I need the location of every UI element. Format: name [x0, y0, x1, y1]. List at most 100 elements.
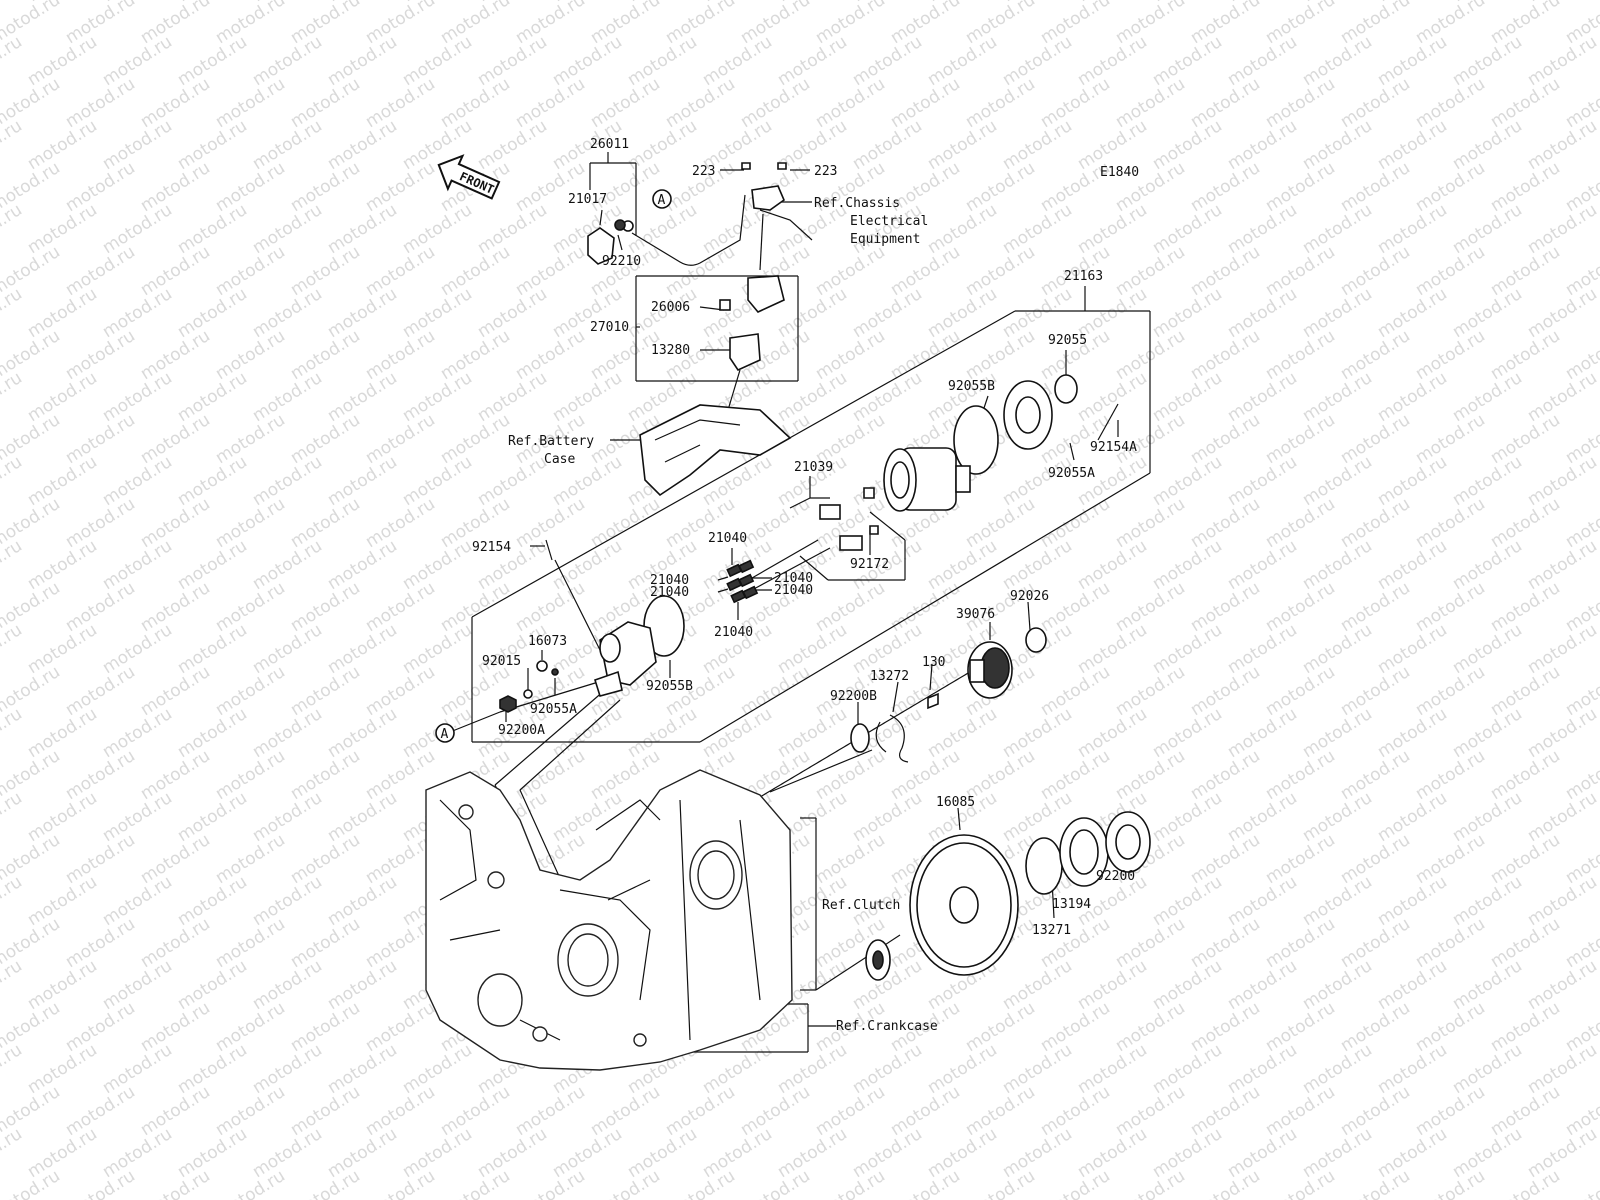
part-label-21040-right-1: 21040 — [774, 571, 813, 586]
watermark-text: motod.ru — [1187, 1082, 1264, 1140]
watermark-text: motod.ru — [362, 1082, 439, 1140]
watermark-text: motod.ru — [1487, 578, 1564, 636]
watermark-text: motod.ru — [99, 872, 176, 930]
watermark-text: motod.ru — [812, 242, 889, 300]
part-label-92015: 92015 — [482, 654, 521, 669]
watermark-text: motod.ru — [1337, 578, 1414, 636]
watermark-text: motod.ru — [1337, 1082, 1414, 1140]
watermark-text: motod.ru — [249, 620, 326, 678]
ref-chassis-line2: Electrical — [850, 214, 928, 229]
watermark-text: motod.ru — [849, 1040, 926, 1098]
part-label-92200A: 92200A — [498, 723, 545, 738]
watermark-text: motod.ru — [24, 956, 101, 1014]
watermark-text: motod.ru — [849, 368, 926, 426]
part-label-13272: 13272 — [870, 669, 909, 684]
watermark-text: motod.ru — [549, 32, 626, 90]
watermark-text: motod.ru — [774, 704, 851, 762]
watermark-text: motod.ru — [1562, 1166, 1600, 1200]
watermark-text: motod.ru — [474, 368, 551, 426]
watermark-text: motod.ru — [212, 1082, 289, 1140]
watermark-text: motod.ru — [249, 284, 326, 342]
watermark-text: motod.ru — [0, 620, 26, 678]
watermark-text: motod.ru — [624, 704, 701, 762]
watermark-text: motod.ru — [1524, 620, 1600, 678]
ref-battery-line1: Ref.Battery — [508, 434, 594, 449]
watermark-text: motod.ru — [624, 1124, 701, 1182]
watermark-text: motod.ru — [1524, 1124, 1600, 1182]
watermark-text: motod.ru — [1112, 746, 1189, 804]
watermark-text: motod.ru — [362, 242, 439, 300]
watermark-text: motod.ru — [587, 1166, 664, 1200]
watermark-text: motod.ru — [137, 830, 214, 888]
watermark-text: motod.ru — [812, 1166, 889, 1200]
watermark-text: motod.ru — [1112, 242, 1189, 300]
watermark-text: motod.ru — [1224, 620, 1301, 678]
part-label-26011: 26011 — [590, 137, 629, 152]
watermark-text: motod.ru — [924, 1040, 1001, 1098]
part-label-92172: 92172 — [850, 557, 889, 572]
watermark-text: motod.ru — [1037, 662, 1114, 720]
watermark-text: motod.ru — [99, 956, 176, 1014]
part-label-21017: 21017 — [568, 192, 607, 207]
watermark-text: motod.ru — [174, 1040, 251, 1098]
callout-a-label: A — [441, 727, 449, 742]
watermark-text: motod.ru — [1224, 284, 1301, 342]
watermark-text: motod.ru — [1149, 620, 1226, 678]
watermark-text: motod.ru — [1074, 1124, 1151, 1182]
watermark-text: motod.ru — [174, 788, 251, 846]
watermark-text: motod.ru — [437, 410, 514, 468]
watermark-text: motod.ru — [324, 284, 401, 342]
watermark-text: motod.ru — [1299, 368, 1376, 426]
watermark-text: motod.ru — [62, 914, 139, 972]
watermark-text: motod.ru — [62, 830, 139, 888]
watermark-text: motod.ru — [1337, 1166, 1414, 1200]
watermark-text: motod.ru — [512, 746, 589, 804]
watermark-text: motod.ru — [812, 830, 889, 888]
watermark-text: motod.ru — [999, 704, 1076, 762]
watermark-text: motod.ru — [549, 1124, 626, 1182]
watermark-text: motod.ru — [1337, 410, 1414, 468]
watermark-text: motod.ru — [1262, 914, 1339, 972]
watermark-text: motod.ru — [212, 326, 289, 384]
watermark-text: motod.ru — [1337, 830, 1414, 888]
watermark-text: motod.ru — [1299, 956, 1376, 1014]
watermark-text: motod.ru — [1487, 242, 1564, 300]
watermark-text: motod.ru — [174, 32, 251, 90]
watermark-text: motod.ru — [1449, 368, 1526, 426]
watermark-text: motod.ru — [1224, 116, 1301, 174]
watermark-text: motod.ru — [1074, 956, 1151, 1014]
watermark-text: motod.ru — [24, 704, 101, 762]
watermark-text: motod.ru — [174, 116, 251, 174]
watermark-text: motod.ru — [1337, 74, 1414, 132]
watermark-text: motod.ru — [1337, 494, 1414, 552]
watermark-text: motod.ru — [324, 1040, 401, 1098]
watermark-text: motod.ru — [1412, 746, 1489, 804]
watermark-text: motod.ru — [24, 200, 101, 258]
watermark-text: motod.ru — [212, 830, 289, 888]
watermark-text: motod.ru — [1524, 536, 1600, 594]
watermark-text: motod.ru — [1412, 662, 1489, 720]
watermark-text: motod.ru — [212, 0, 289, 48]
watermark-text: motod.ru — [287, 326, 364, 384]
watermark-text: motod.ru — [212, 74, 289, 132]
watermark-text: motod.ru — [962, 1166, 1039, 1200]
watermark-text: motod.ru — [924, 284, 1001, 342]
watermark-text: motod.ru — [737, 74, 814, 132]
part-label-92200B: 92200B — [830, 689, 877, 704]
watermark-text: motod.ru — [137, 0, 214, 48]
watermark-text: motod.ru — [174, 284, 251, 342]
watermark-text: motod.ru — [0, 1124, 26, 1182]
watermark-text: motod.ru — [1187, 0, 1264, 48]
watermark-text: motod.ru — [737, 494, 814, 552]
watermark-text: motod.ru — [1224, 872, 1301, 930]
watermark-text: motod.ru — [1449, 704, 1526, 762]
watermark-text: motod.ru — [1262, 494, 1339, 552]
watermark-text: motod.ru — [1412, 0, 1489, 48]
watermark-text: motod.ru — [399, 620, 476, 678]
watermark-text: motod.ru — [1187, 74, 1264, 132]
watermark-text: motod.ru — [1449, 620, 1526, 678]
watermark-text: motod.ru — [1262, 662, 1339, 720]
watermark-text: motod.ru — [512, 0, 589, 48]
part-label-21040-bottom: 21040 — [714, 625, 753, 640]
watermark-text: motod.ru — [437, 74, 514, 132]
